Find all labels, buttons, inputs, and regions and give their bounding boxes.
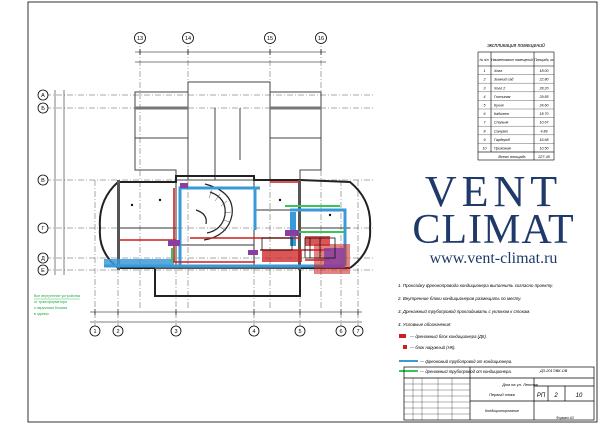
- axis-left-3: В: [41, 178, 45, 184]
- legend-label-1: — дренажный блок кондиционера (ДК).: [409, 334, 487, 339]
- note-1: 1. Прокладку фреонопровода кондиционера …: [398, 283, 553, 288]
- table-total-label: Всего площадь: [498, 155, 525, 159]
- sheet-frame: [27, 1, 598, 423]
- title-stage: РП: [537, 393, 546, 399]
- table-cell: 8: [484, 129, 486, 133]
- table-cell: 9: [484, 138, 486, 142]
- general-notes: 1. Прокладку фреонопровода кондиционера …: [397, 283, 553, 327]
- indoor-units: [168, 183, 299, 255]
- table-cell: 22.80: [539, 78, 549, 82]
- table-cell: 24.60: [539, 104, 549, 108]
- left-note: Все внутренние устройства от трансформат…: [34, 294, 80, 316]
- table-cell: 7: [484, 121, 487, 125]
- axis-top-1: 13: [137, 36, 143, 42]
- legend-label-4: — дренажный трубопровод от кондиционера.: [419, 369, 512, 374]
- logo-line-1: VENT: [424, 167, 563, 216]
- left-note-line-4: в здании: [34, 312, 49, 316]
- logo-line-2: CLIMAT: [412, 207, 575, 253]
- legend-label-2: — блок наружный (НК).: [409, 345, 456, 350]
- table-cell: 4.89: [541, 129, 548, 133]
- left-axis-markers: [37, 89, 49, 276]
- table-cell: Кабинет: [494, 112, 509, 116]
- title-sheets: 10: [576, 393, 583, 399]
- dimension-lines: [54, 51, 362, 323]
- table-cell: Кухня: [494, 104, 504, 108]
- axis-top-4: 16: [318, 36, 324, 42]
- table-cell: Зимний сад: [494, 78, 513, 82]
- axis-bottom-1: 1: [93, 329, 96, 335]
- table-cell: 10: [483, 147, 487, 151]
- legend-label-3: — фреоновый трубопровод от кондиционера.: [419, 359, 512, 364]
- table-cell: Холл: [493, 69, 502, 73]
- axis-left-2: Б: [41, 106, 45, 112]
- table-cell: Холл 2: [493, 86, 505, 90]
- table-cell: 2: [483, 78, 486, 82]
- note-3: 3. Дренажный трубопровод прокладывать с …: [398, 309, 530, 314]
- axis-left-4: Г: [42, 226, 45, 232]
- left-note-line-1: Все внутренние устройства: [34, 294, 80, 298]
- bottom-axis-markers: [89, 325, 364, 337]
- legend: — дренажный блок кондиционера (ДК). — бл…: [399, 334, 512, 374]
- table-cell: Прихожая: [494, 147, 511, 151]
- table-cell: 18.70: [540, 112, 549, 116]
- left-note-line-2: от трансформатора: [34, 300, 67, 304]
- axis-top-3: 15: [267, 36, 273, 42]
- top-axis-markers: [134, 32, 327, 44]
- table-cell: 29.85: [539, 95, 549, 99]
- logo-url: www.vent-climat.ru: [429, 250, 558, 267]
- table-cell: 18.00: [540, 69, 549, 73]
- table-header-area: Площадь, м²: [534, 58, 554, 62]
- table-header-name: Наименование помещений: [491, 58, 533, 62]
- axis-bottom-4: 4: [252, 329, 255, 335]
- axis-bottom-2: 2: [116, 329, 119, 335]
- table-cell: Гардероб: [494, 138, 511, 142]
- table-cell: 10.67: [540, 121, 550, 125]
- axis-left-6: Е: [41, 268, 45, 274]
- upper-building-outline: [134, 81, 322, 181]
- table-cell: 6: [484, 112, 486, 116]
- note-2: 2. Внутренние блоки кондиционеров размещ…: [397, 296, 521, 301]
- title-system: Кондиционирование: [485, 409, 519, 413]
- table-cell: 3: [484, 86, 486, 90]
- axis-bottom-3: 3: [174, 329, 177, 335]
- axis-bottom-7: 7: [356, 329, 359, 335]
- legend-swatch-2: [403, 345, 407, 349]
- title-sheet: 2: [553, 393, 558, 399]
- table-cell: Санузел: [494, 129, 508, 133]
- table-cell: 1: [484, 69, 486, 73]
- axis-left-1: А: [41, 93, 45, 99]
- title-company-code: ДЗ-2017/ВК-ОВ: [539, 369, 568, 373]
- title-project: Дом на ул. Летняя: [501, 382, 538, 387]
- axis-bottom-5: 5: [298, 329, 301, 335]
- table-cell: Спальня: [494, 121, 508, 125]
- legend-swatch-1: [399, 334, 406, 338]
- table-cell: 16.68: [540, 138, 549, 142]
- axis-bottom-6: 6: [339, 329, 342, 335]
- table-cell: Гостиная: [494, 95, 511, 99]
- title-sheet-title: Первый этаж: [489, 392, 515, 397]
- axis-top-2: 14: [185, 36, 191, 42]
- table-cell: 10.50: [540, 147, 549, 151]
- table-header-num: № п/п: [479, 58, 488, 62]
- table-total-value: 227.40: [537, 155, 551, 159]
- main-floor-outline: [98, 175, 372, 297]
- table-title: экспликация помещений: [487, 42, 545, 49]
- axis-left-5: Д: [41, 256, 45, 262]
- title-block: [403, 366, 595, 421]
- left-note-line-3: к наружным блокам: [34, 306, 67, 310]
- table-cell: 4: [484, 95, 486, 99]
- note-4: 4. Условные обозначения:: [398, 322, 452, 327]
- vent-climat-logo: VENT CLIMAT www.vent-climat.ru: [401, 167, 586, 268]
- table-cell: 5: [484, 104, 486, 108]
- title-format: Формат А3: [556, 416, 574, 420]
- table-cell: 28.20: [539, 86, 549, 90]
